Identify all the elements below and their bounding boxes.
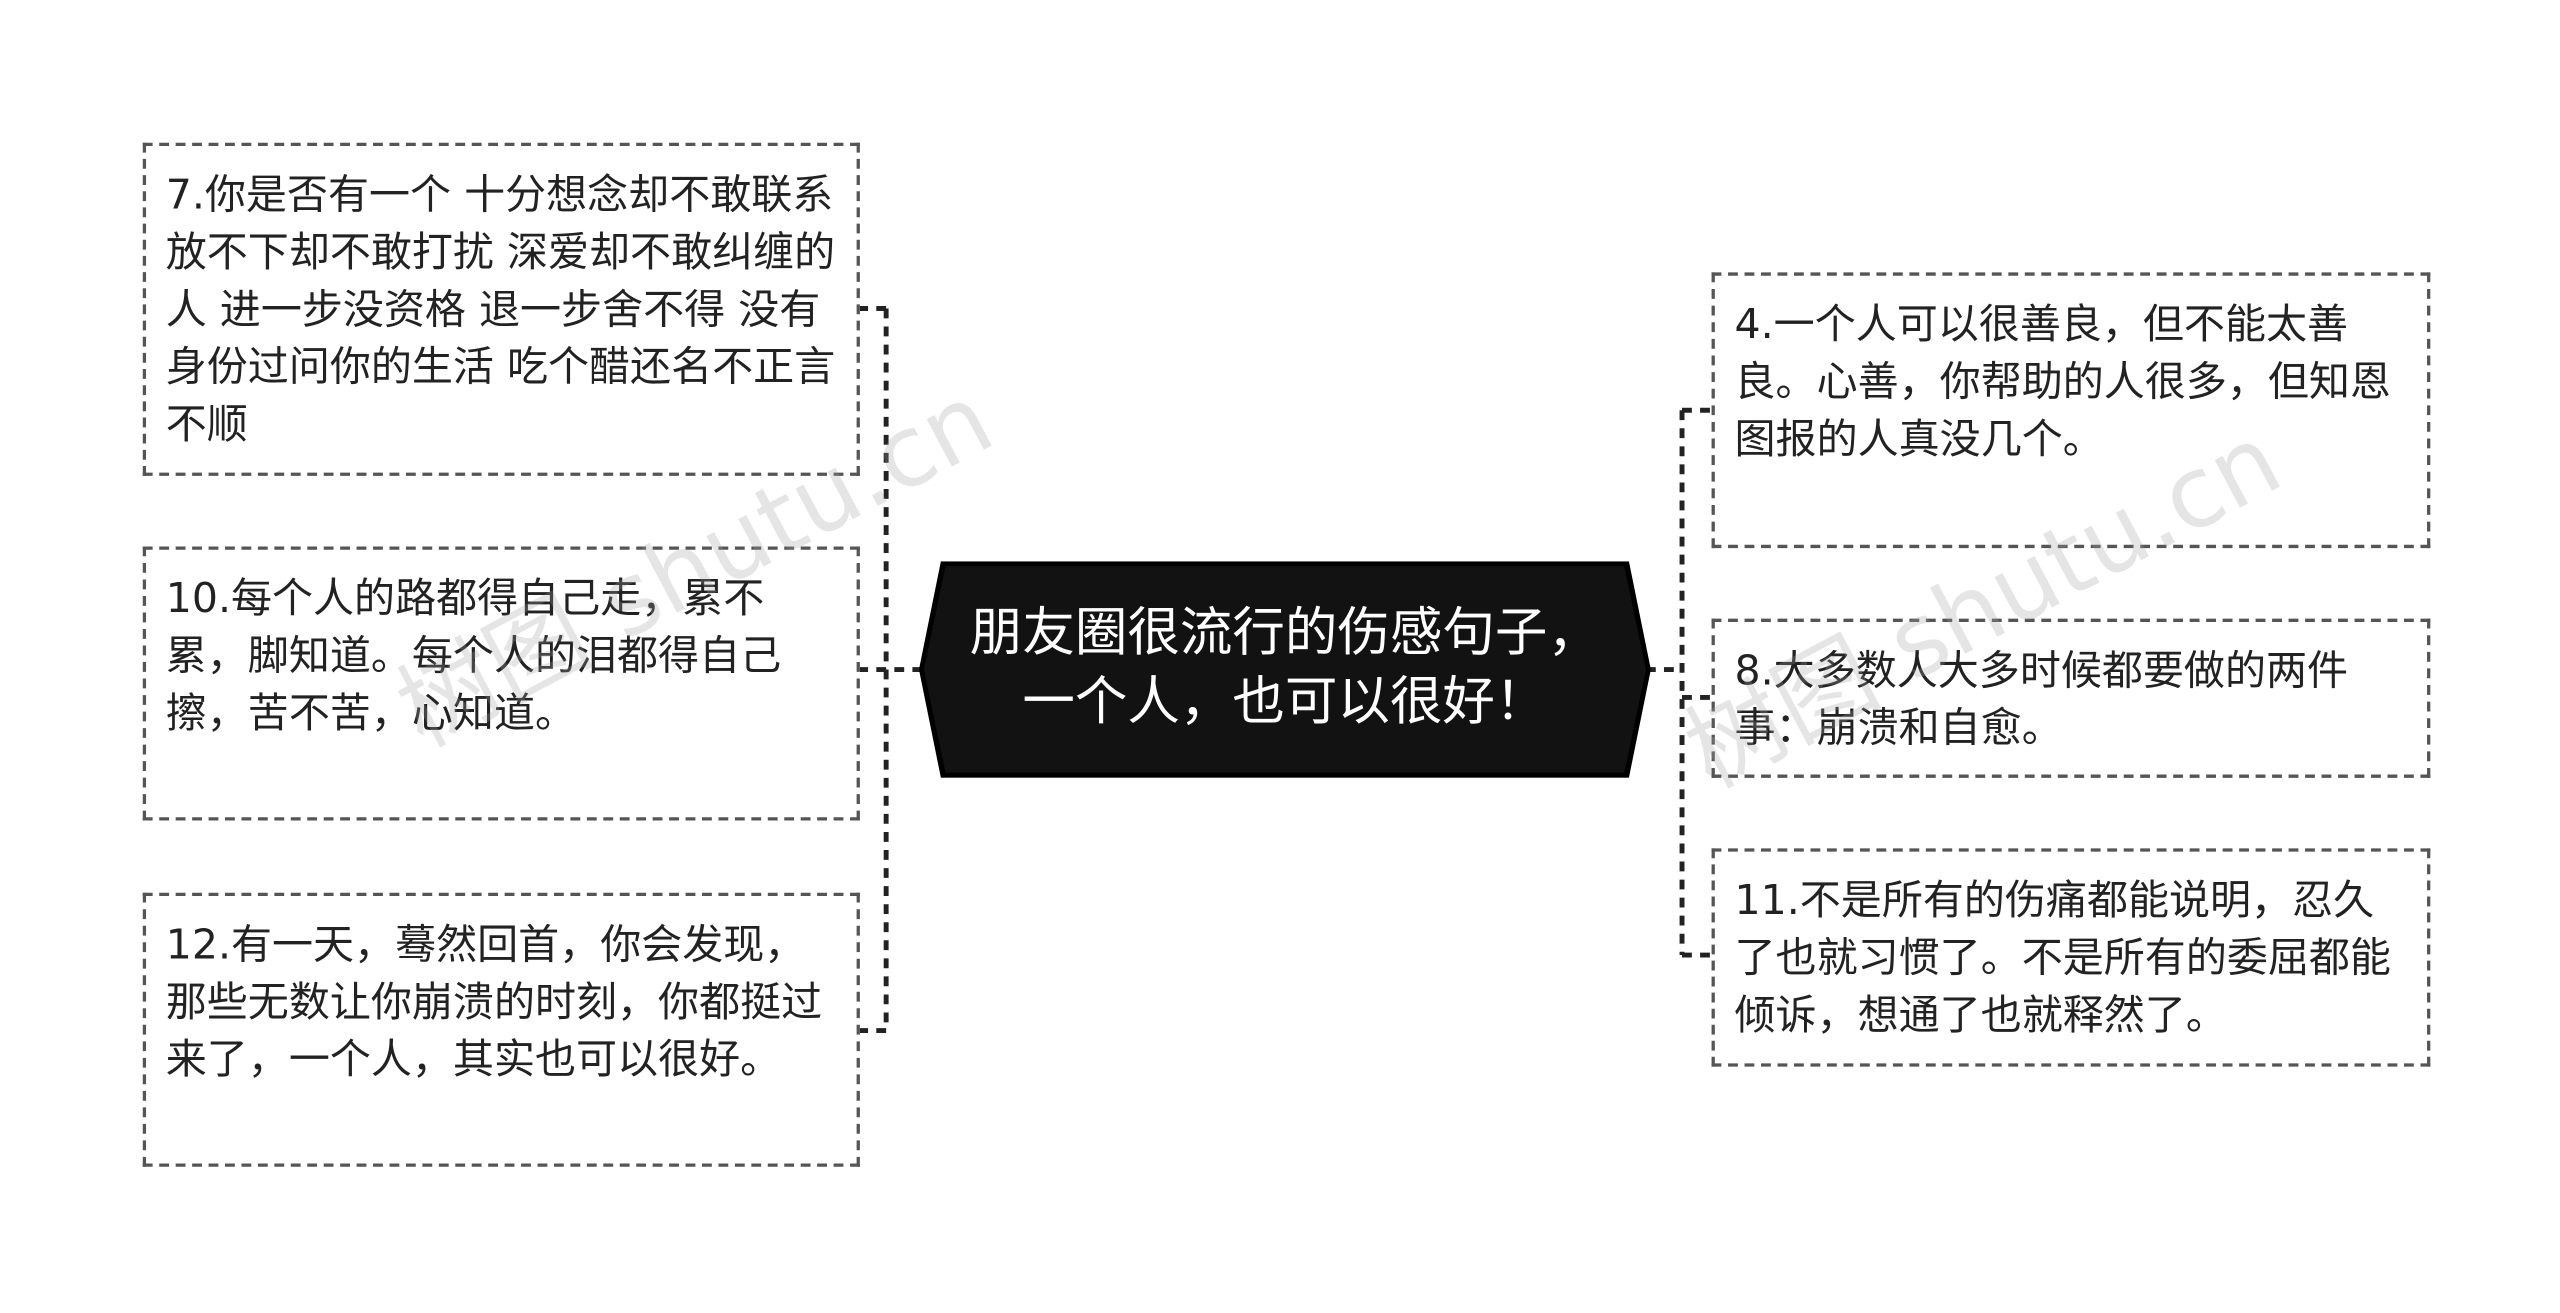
topic-left-3-text: 12.有一天，蓦然回首，你会发现，那些无数让你崩溃的时刻，你都挺过来了，一个人，…	[165, 920, 823, 1084]
topic-right-2[interactable]: 8.大多数人大多时候都要做的两件事：崩溃和自愈。	[1711, 618, 2431, 778]
topic-right-3[interactable]: 11.不是所有的伤痛都能说明，忍久了也就习惯了。不是所有的委屈都能倾诉，想通了也…	[1711, 848, 2431, 1067]
central-topic-text: 朋友圈很流行的伤感句子，一个人，也可以很好！	[969, 600, 1600, 732]
central-topic-inner: 朋友圈很流行的伤感句子，一个人，也可以很好！	[923, 566, 1646, 773]
topic-right-3-text: 11.不是所有的伤痛都能说明，忍久了也就习惯了。不是所有的委屈都能倾诉，想通了也…	[1734, 876, 2391, 1039]
central-topic[interactable]: 朋友圈很流行的伤感句子，一个人，也可以很好！	[918, 561, 1651, 778]
topic-left-1-text: 7.你是否有一个 十分想念却不敢联系 放不下却不敢打扰 深爱却不敢纠缠的人 进一…	[165, 170, 836, 448]
topic-right-1[interactable]: 4.一个人可以很善良，但不能太善良。心善，你帮助的人很多，但知恩图报的人真没几个…	[1711, 272, 2431, 549]
topic-left-3[interactable]: 12.有一天，蓦然回首，你会发现，那些无数让你崩溃的时刻，你都挺过来了，一个人，…	[142, 892, 860, 1167]
topic-left-2-text: 10.每个人的路都得自己走，累不累，脚知道。每个人的泪都得自己擦，苦不苦，心知道…	[165, 574, 782, 737]
topic-left-1[interactable]: 7.你是否有一个 十分想念却不敢联系 放不下却不敢打扰 深爱却不敢纠缠的人 进一…	[142, 142, 860, 476]
topic-right-1-text: 4.一个人可以很善良，但不能太善良。心善，你帮助的人很多，但知恩图报的人真没几个…	[1734, 300, 2391, 463]
topic-left-2[interactable]: 10.每个人的路都得自己走，累不累，脚知道。每个人的泪都得自己擦，苦不苦，心知道…	[142, 546, 860, 821]
topic-right-2-text: 8.大多数人大多时候都要做的两件事：崩溃和自愈。	[1734, 646, 2349, 752]
